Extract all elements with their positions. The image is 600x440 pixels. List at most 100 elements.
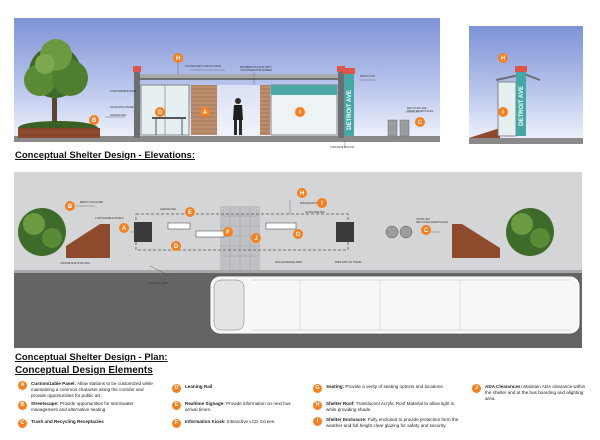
callout-d-plan: D bbox=[171, 241, 181, 251]
plan-bench-right bbox=[265, 222, 297, 230]
elevations-title: Conceptual Shelter Design - Elevations: bbox=[15, 150, 196, 161]
legend-item-c: C Trash and Recycling Receptacles bbox=[18, 419, 156, 428]
legend-badge-a: A bbox=[18, 381, 27, 390]
plan-title: Conceptual Shelter Design - Plan: bbox=[15, 352, 168, 363]
plan-column-left bbox=[134, 222, 152, 242]
svg-text:E: E bbox=[188, 210, 192, 216]
svg-text:I: I bbox=[299, 110, 301, 116]
plan-planter-left bbox=[66, 224, 110, 258]
svg-text:CUSTOMIZABLE PANEL: CUSTOMIZABLE PANEL bbox=[110, 90, 138, 93]
callout-i-plan: I bbox=[317, 198, 327, 208]
plan-drawing: BENCH IN PLANTER CUSTOMIZABLE PANELS LEA… bbox=[14, 172, 582, 348]
callout-i-elev: I bbox=[295, 107, 305, 117]
callout-h-plan: H bbox=[297, 188, 307, 198]
bus-top-view bbox=[209, 275, 581, 335]
svg-text:INFORMATION KIOSK WITH: INFORMATION KIOSK WITH bbox=[240, 66, 272, 69]
svg-text:H: H bbox=[501, 56, 505, 62]
svg-text:BENCH IN PLANTER: BENCH IN PLANTER bbox=[80, 201, 103, 204]
svg-text:D: D bbox=[174, 244, 179, 250]
leaning-rail bbox=[152, 117, 186, 119]
plan-trash bbox=[385, 225, 399, 239]
callout-h-elev: H bbox=[173, 53, 183, 63]
plan-recycling bbox=[399, 225, 413, 239]
shelter-roof bbox=[134, 74, 348, 78]
svg-text:FACE OF CURB: FACE OF CURB bbox=[150, 282, 168, 285]
svg-text:RECYCLING AND: RECYCLING AND bbox=[407, 107, 427, 110]
legend-badge-j: J bbox=[472, 384, 481, 393]
legend-badge-i: I bbox=[313, 417, 322, 426]
svg-text:LEANING RAIL: LEANING RAIL bbox=[110, 114, 127, 117]
svg-text:I: I bbox=[502, 110, 504, 116]
legend-item-a: A Customizable Panel: Allow stations to … bbox=[18, 381, 156, 399]
svg-text:G: G bbox=[296, 232, 301, 238]
legend-item-g: G Seating: Provide a verity of seating o… bbox=[313, 384, 463, 393]
elements-title: Conceptual Design Elements bbox=[15, 365, 153, 376]
legend-badge-d: D bbox=[172, 384, 181, 393]
svg-text:A: A bbox=[122, 226, 127, 232]
svg-text:A: A bbox=[203, 110, 208, 116]
svg-text:J: J bbox=[254, 236, 257, 242]
legend-item-f: F Information Kiosk: Interactive LCD Scr… bbox=[172, 419, 302, 428]
callout-h-side: H bbox=[498, 53, 508, 63]
planter-illustration bbox=[18, 121, 100, 138]
legend-badge-e: E bbox=[172, 401, 181, 410]
plan-kiosk bbox=[195, 230, 225, 238]
legend-item-d: D Leaning Rail bbox=[172, 384, 302, 393]
callout-c-plan: C bbox=[421, 225, 431, 235]
legend-badge-f: F bbox=[172, 419, 181, 428]
callout-b-plan: B bbox=[65, 201, 75, 211]
callout-e-plan: E bbox=[185, 207, 195, 217]
svg-text:C: C bbox=[418, 120, 423, 126]
legend-item-i: I Shelter Enclosure: Fully enclosed to p… bbox=[313, 417, 463, 429]
sign-column bbox=[344, 74, 354, 136]
column-right bbox=[338, 70, 344, 138]
legend-badge-c: C bbox=[18, 419, 27, 428]
legend-item-j: J ADA Clearances: Maintain ADA clearance… bbox=[472, 384, 590, 402]
svg-text:B: B bbox=[68, 204, 73, 210]
svg-text:CONCRETE BUS PAD: CONCRETE BUS PAD bbox=[330, 146, 355, 149]
svg-text:TRASH AND: TRASH AND bbox=[416, 218, 430, 221]
person-illustration bbox=[233, 98, 243, 135]
svg-text:C: C bbox=[424, 228, 429, 234]
svg-text:B: B bbox=[92, 118, 97, 124]
svg-text:SIGN PYLON: SIGN PYLON bbox=[360, 75, 375, 78]
callout-i-side: I bbox=[498, 107, 508, 117]
legend-item-e: E Realtime Signage: Provide information … bbox=[172, 401, 302, 413]
plan-tree-right bbox=[506, 208, 554, 256]
side-curb bbox=[469, 128, 500, 138]
plan-column-right bbox=[336, 222, 354, 242]
svg-text:SHELTER ROOF: SHELTER ROOF bbox=[300, 202, 319, 205]
column-left bbox=[134, 70, 140, 138]
callout-f-plan: F bbox=[223, 227, 233, 237]
svg-text:ADA CLEARANCE AREA: ADA CLEARANCE AREA bbox=[275, 261, 303, 264]
plan-planter-right bbox=[452, 224, 500, 258]
callout-d-elev: D bbox=[155, 107, 165, 117]
elevations-drawing: DETROIT AVE TRANSLUCENT ACRYLIC ROOF INF… bbox=[14, 18, 583, 149]
legend-item-h: H Shelter Roof: Translucent Acrylic Roof… bbox=[313, 401, 463, 413]
legend-badge-g: G bbox=[313, 384, 322, 393]
recycling-receptacle bbox=[399, 119, 410, 137]
callout-c-elev: C bbox=[415, 117, 425, 127]
svg-text:TRANSLUCENT ACRYLIC ROOF: TRANSLUCENT ACRYLIC ROOF bbox=[185, 65, 222, 68]
callout-b-elev: B bbox=[89, 115, 99, 125]
legend-badge-b: B bbox=[18, 401, 27, 410]
legend-item-b: B Streetscape: Provide opportunities for… bbox=[18, 401, 156, 413]
callout-j-plan: J bbox=[251, 233, 261, 243]
plan-tree-left bbox=[18, 208, 66, 256]
callout-a-plan: A bbox=[119, 223, 129, 233]
svg-text:LCD INTERACTIVE SCREEN: LCD INTERACTIVE SCREEN bbox=[240, 69, 272, 72]
svg-text:CUSTOMIZABLE PANELS: CUSTOMIZABLE PANELS bbox=[95, 217, 124, 220]
callout-g-plan: G bbox=[293, 229, 303, 239]
plan-bench-left bbox=[167, 222, 191, 230]
main-elevation-ground bbox=[14, 136, 440, 142]
tree-illustration bbox=[24, 39, 88, 132]
svg-text:CONCRETE BUS PAD ADA: CONCRETE BUS PAD ADA bbox=[60, 262, 90, 265]
sign-text: DETROIT AVE bbox=[347, 90, 353, 130]
svg-text:D: D bbox=[158, 110, 163, 116]
legend-badge-h: H bbox=[313, 401, 322, 410]
svg-text:RECYCLING RECEPTACLES: RECYCLING RECEPTACLES bbox=[416, 221, 448, 224]
svg-text:LEANING RAIL: LEANING RAIL bbox=[160, 208, 177, 211]
svg-text:H: H bbox=[176, 56, 180, 62]
svg-text:GLASS ENCLOSURE: GLASS ENCLOSURE bbox=[110, 106, 134, 109]
wood-panel-right bbox=[260, 85, 270, 135]
